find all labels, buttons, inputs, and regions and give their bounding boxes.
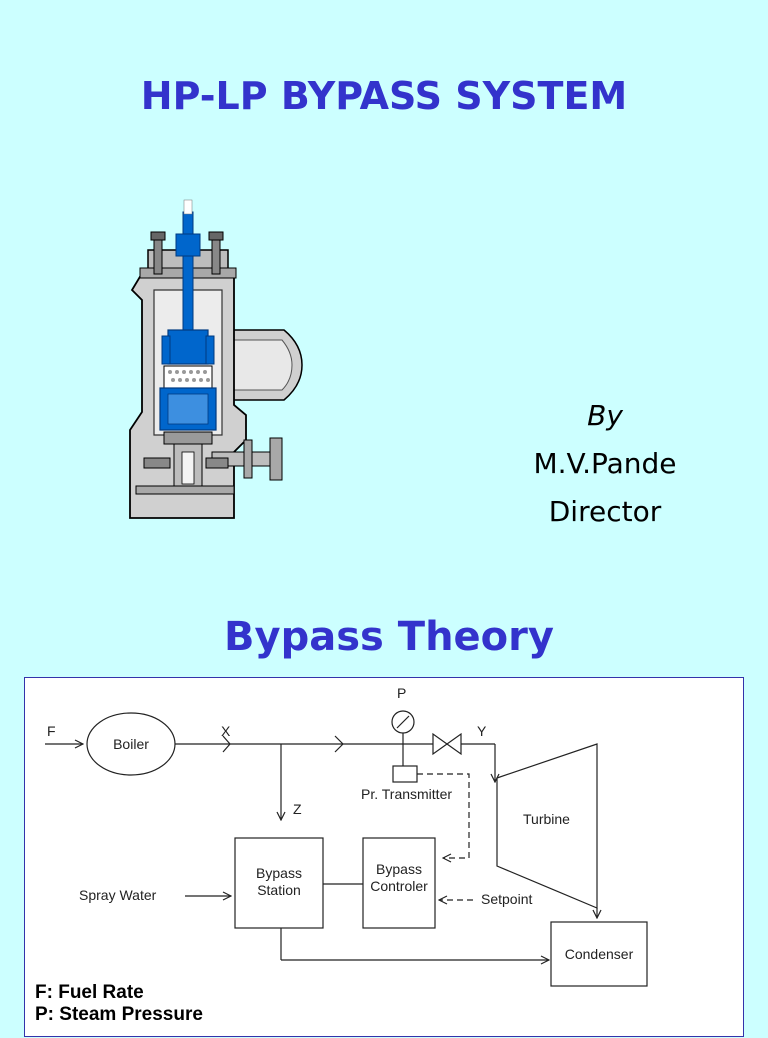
label-bypass-controller-2: Controler [370,878,428,894]
label-bypass-station-1: Bypass [256,865,302,881]
label-p: P [397,685,406,701]
label-x: X [221,723,231,739]
legend-item: P: Steam Pressure [35,1004,203,1025]
valve-illustration [124,190,310,520]
legend-item: F: Fuel Rate [35,982,144,1003]
signal-line [417,773,470,858]
author-name: M.V.Pande [533,447,677,480]
label-y: Y [477,723,487,739]
byline: By M.V.Pande Director [500,392,710,536]
bypass-diagram-svg: F Boiler X P Y Z Pr. Transmitter Turbine… [45,685,648,987]
label-spray-water: Spray Water [79,887,157,903]
label-boiler: Boiler [113,736,149,752]
bypass-station-box [234,837,324,929]
pressure-transmitter [392,765,418,783]
byline-by: By [587,399,623,432]
bypass-controller-box [362,837,436,929]
author-role: Director [548,495,662,528]
condenser-box [550,921,648,987]
valve-cross-section-image [129,199,303,519]
label-bypass-station-2: Station [257,882,301,898]
bypass-diagram: F Boiler X P Y Z Pr. Transmitter Turbine… [24,677,744,1037]
label-f: F [47,723,56,739]
label-pr-transmitter: Pr. Transmitter [361,786,452,802]
label-z: Z [293,801,302,817]
diagram-legend: F: Fuel Rate P: Steam Pressure [35,982,203,1026]
label-bypass-controller-1: Bypass [376,861,422,877]
label-turbine: Turbine [523,811,570,827]
page-title: HP-LP BYPASS SYSTEM [140,74,628,118]
control-valve [432,732,449,756]
label-setpoint: Setpoint [481,891,532,907]
section-subtitle: Bypass Theory [224,614,554,660]
label-condenser: Condenser [565,946,634,962]
